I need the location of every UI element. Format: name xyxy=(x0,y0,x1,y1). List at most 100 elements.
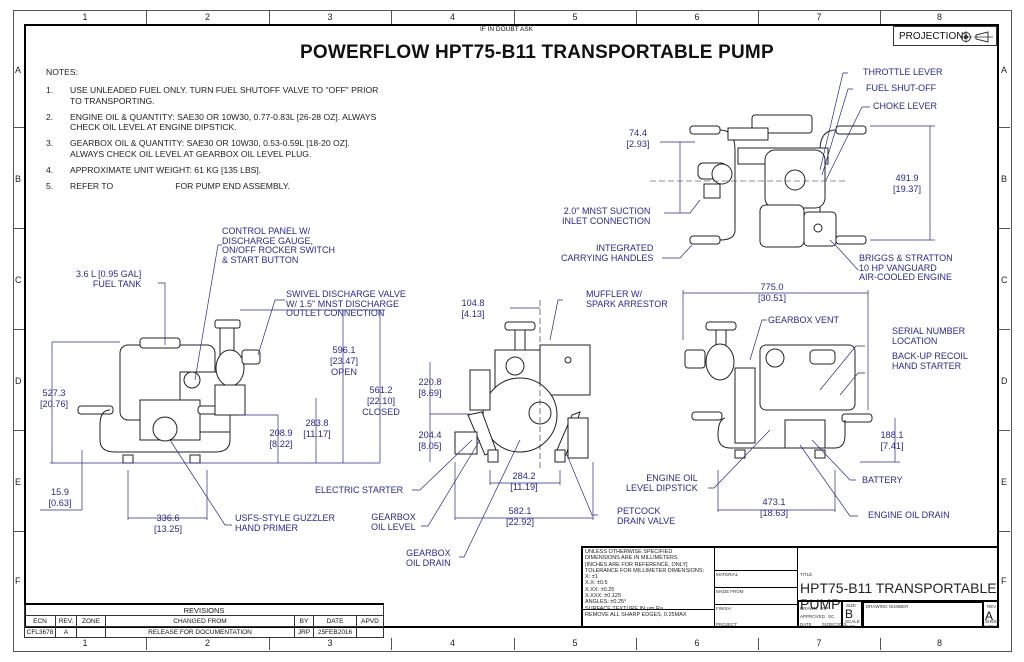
zone-row-label: B xyxy=(15,174,22,184)
zone-row-label: C xyxy=(15,275,22,285)
dimension-220-8: 220.8 [8.69] xyxy=(418,377,442,398)
third-angle-projection-icon xyxy=(960,31,993,43)
zone-divider xyxy=(146,638,147,650)
callout-serial-number: SERIAL NUMBER LOCATION xyxy=(892,326,966,346)
rev-header: APVD xyxy=(356,615,384,627)
zone-col-label: 1 xyxy=(82,638,88,648)
tb-divider xyxy=(714,587,798,588)
zone-row-label: D xyxy=(1001,376,1008,386)
dimension-204-4: 204.4 [8.05] xyxy=(418,430,442,451)
zone-divider xyxy=(146,10,147,24)
rev-label: REV xyxy=(987,604,997,609)
zone-col-label: 3 xyxy=(327,638,333,648)
callout-battery: BATTERY xyxy=(862,475,903,485)
dimension-582-1: 582.1 [22.92] xyxy=(505,506,535,527)
zone-divider xyxy=(999,430,1010,431)
zone-divider xyxy=(13,127,24,128)
zone-col-label: 4 xyxy=(449,12,455,22)
callout-gearbox-vent: GEARBOX VENT xyxy=(768,315,840,325)
callout-swivel-valve: SWIVEL DISCHARGE VALVE W/ 1.5" MNST DISC… xyxy=(286,289,406,318)
date-label: DATE xyxy=(800,622,812,627)
callout-choke-lever: CHOKE LEVER xyxy=(873,101,938,111)
dimension-527-3: 527.3 [20.76] xyxy=(39,388,69,409)
tb-divider xyxy=(714,604,798,605)
notes-section: NOTES: 1.USE UNLEADED FUEL ONLY. TURN FU… xyxy=(46,67,380,198)
tolerance-line: ANGLES: ±0.25° xyxy=(585,599,627,606)
projection-label: PROJECTION: xyxy=(899,31,967,42)
zone-divider xyxy=(999,329,1010,330)
leader-lines xyxy=(158,72,870,558)
approved-value: SC xyxy=(828,614,835,619)
callout-engine-oil-drain: ENGINE OIL DRAIN xyxy=(868,510,950,520)
sheet-label: SHEET xyxy=(985,619,1001,624)
scale-value: 1:10 xyxy=(846,624,855,629)
date-value: 01DEC2015 xyxy=(822,622,847,627)
drawn-value: JRP xyxy=(820,606,829,611)
dimension-283-8: 283.8 [11.17] xyxy=(303,418,331,439)
dimension-775-0: 775.0 [30.51] xyxy=(757,282,787,303)
tolerance-line: X.X: ±0.5 xyxy=(585,580,608,587)
drawn-label: DRAWN xyxy=(800,606,817,611)
projection-box: PROJECTION: xyxy=(893,26,997,46)
zone-divider xyxy=(880,10,881,24)
top-view-pump xyxy=(650,114,867,248)
title-label: TITLE xyxy=(800,572,813,577)
callout-throttle-lever: THROTTLE LEVER xyxy=(863,67,943,77)
rev-cell: CFL3678 xyxy=(24,626,56,638)
dimension-561-2: 561.2 [22.10] CLOSED xyxy=(362,385,400,417)
zone-col-label: 7 xyxy=(816,638,822,648)
sheet-outer-border xyxy=(13,10,1012,652)
zone-divider xyxy=(269,10,270,24)
tolerance-notes: UNLESS OTHERWISE SPECIFIED DIMENSIONS AR… xyxy=(585,549,704,618)
zone-divider xyxy=(999,228,1010,229)
note-number: 2. xyxy=(46,111,54,122)
note-item: 1.USE UNLEADED FUEL ONLY. TURN FUEL SHUT… xyxy=(46,85,380,106)
rev-cell: 25FEB2016 xyxy=(313,626,357,638)
table-row: CFL3678 A RELEASE FOR DOCUMENTATION JRP … xyxy=(24,626,384,638)
zone-row-label: B xyxy=(1001,174,1008,184)
rev-value: A xyxy=(985,609,994,623)
zone-divider xyxy=(999,127,1010,128)
tolerance-line: UNLESS OTHERWISE SPECIFIED xyxy=(585,549,673,555)
rev-cell: RELEASE FOR DOCUMENTATION xyxy=(105,626,295,638)
zone-col-label: 6 xyxy=(694,12,700,22)
size-value: B xyxy=(845,607,854,621)
zone-col-label: 8 xyxy=(936,12,942,22)
made-from-label: MADE FROM xyxy=(716,589,744,594)
zone-divider xyxy=(999,531,1010,532)
drawing-title: POWERFLOW HPT75-B11 TRANSPORTABLE PUMP xyxy=(300,42,774,63)
sheet-inner-border xyxy=(24,24,999,628)
rev-header: CHANGED FROM xyxy=(105,615,295,627)
note-number: 4. xyxy=(46,165,54,176)
callout-gearbox-oil-drain: GEARBOX OIL DRAIN xyxy=(406,548,451,568)
zone-row-label: D xyxy=(15,376,22,386)
notes-heading: NOTES: xyxy=(46,67,78,77)
zone-divider xyxy=(391,638,392,650)
zone-col-label: 2 xyxy=(204,638,210,648)
rev-cell xyxy=(356,626,384,638)
note-number: 3. xyxy=(46,138,54,149)
drawing-number-box xyxy=(862,601,984,628)
rev-cell: JRP xyxy=(294,626,314,638)
callout-fuel-tank: 3.6 L [0.95 GAL] FUEL TANK xyxy=(76,269,142,289)
callout-muffler: MUFFLER W/ SPARK ARRESTOR xyxy=(586,289,668,309)
zone-row-label: A xyxy=(15,65,22,75)
zone-divider xyxy=(391,10,392,24)
zone-divider xyxy=(514,638,515,650)
zone-col-label: 4 xyxy=(449,638,455,648)
callout-engine: BRIGGS & STRATTON 10 HP VANGUARD AIR-COO… xyxy=(859,253,953,282)
zone-row-label: E xyxy=(1001,477,1008,487)
callout-guzzler-primer: USFS-STYLE GUZZLER HAND PRIMER xyxy=(235,513,336,533)
size-column xyxy=(842,601,862,628)
zone-row-label: F xyxy=(15,576,21,586)
note-item: 2.ENGINE OIL & QUANTITY: SAE30 OR 10W30,… xyxy=(46,112,380,133)
zone-col-label: 2 xyxy=(204,12,210,22)
zone-divider xyxy=(269,638,270,650)
tolerance-line: X.XXX: ±0.125 xyxy=(585,593,622,600)
callout-recoil-starter: BACK-UP RECOIL HAND STARTER xyxy=(892,351,968,371)
tolerance-line: [INCHES ARE FOR REFERENCE, ONLY] xyxy=(585,561,688,568)
sheet-value: 1 OF 1 xyxy=(984,624,998,629)
note-item: 3.GEARBOX OIL & QUANTITY: SAE30 OR 10W30… xyxy=(46,138,380,159)
project-label: PROJECT xyxy=(716,622,738,627)
tolerance-line: X: ±1 xyxy=(585,574,598,581)
